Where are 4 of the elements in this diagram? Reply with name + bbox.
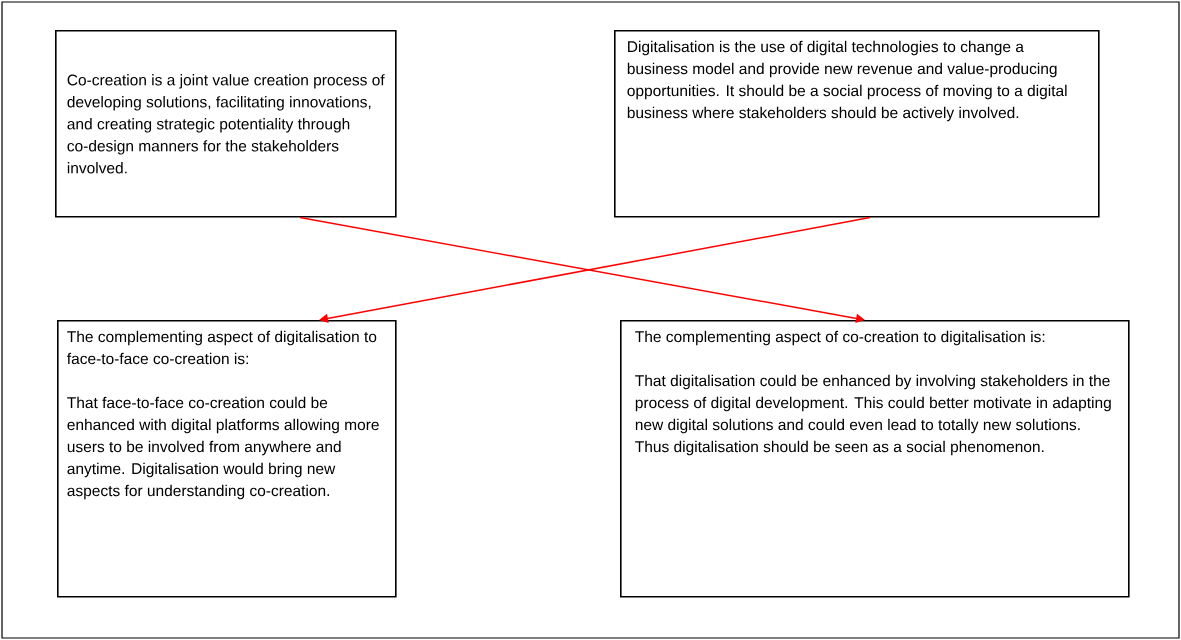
text-box: The complementing aspect of digitalisation to face-to-face co-creation is: That face-to-face co-creation could be enhanced with digital platforms allowing more users to be involved from anywhere and anytime. Digitalisation would bring new aspects for understanding co-creation. — [57, 320, 397, 598]
text-box: The complementing aspect of co-creation to digitalisation is: That digitalisation could be enhanced by involving stakeholders in the process of digital development. This could better motivate in adapting new digital solutions and could even lead to totally new solutions. Thus digitalisation should be seen as a social phenomenon. — [620, 320, 1130, 598]
text-box: Digitalisation is the use of digital technologies to change a business model and provide new revenue and value-producing opportunities. It should be a social process of moving to a digital business where stakeholders should be actively involved. — [614, 30, 1100, 218]
text-box: Co-creation is a joint value creation process of developing solutions, facilitating innovations, and creating strategic potentiality through co-design manners for the stakeholders involved. — [55, 30, 397, 218]
